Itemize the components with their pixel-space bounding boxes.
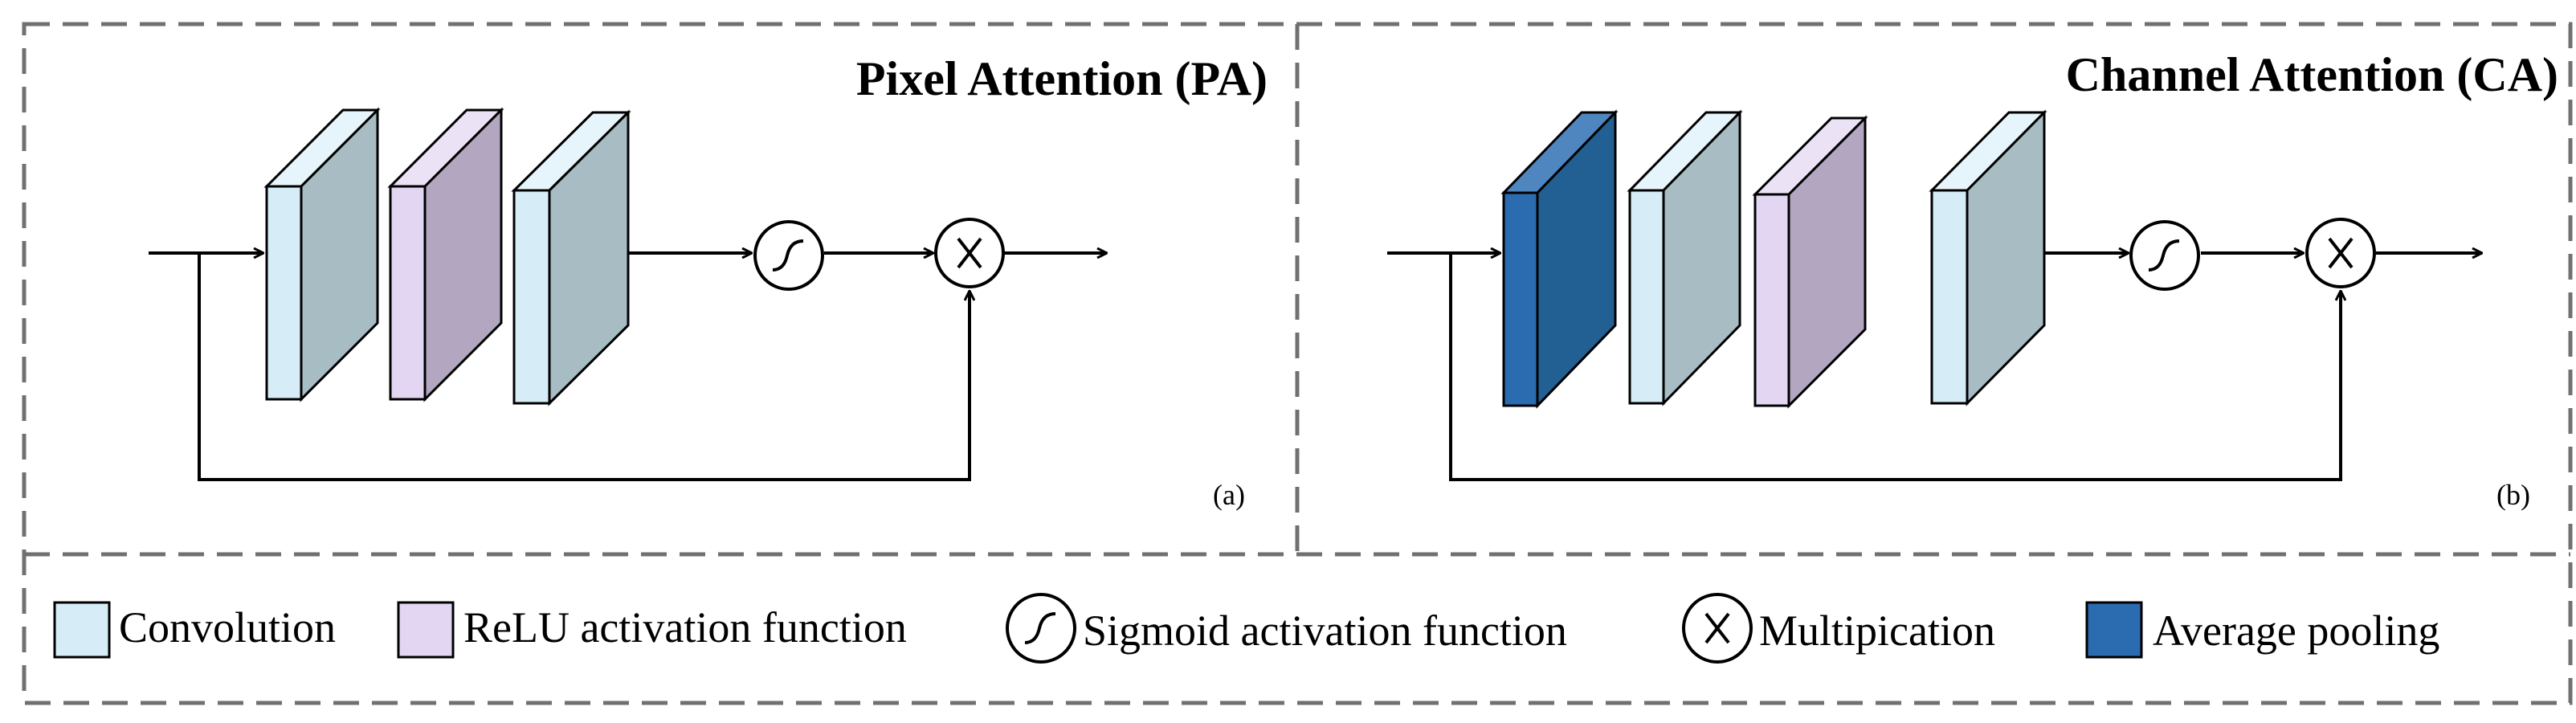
- convolution-block: [511, 109, 631, 406]
- legend-label: ReLU activation function: [463, 603, 907, 652]
- legend: Convolution ReLU activation function Sig…: [53, 593, 2439, 664]
- flow-lines: [149, 253, 1107, 481]
- sigmoid-icon: [1006, 593, 1076, 664]
- relu-block: [1752, 115, 1868, 409]
- multiplication-icon: [1682, 593, 1753, 664]
- sigmoid-icon: [753, 220, 824, 291]
- legend-item-multiplication: Multipication: [1682, 593, 1995, 664]
- multiplication-icon: [934, 218, 1005, 288]
- panel-sublabel: (b): [2496, 479, 2530, 511]
- legend-item-average-pooling: Average pooling: [2085, 601, 2439, 659]
- legend-label: Multipication: [1759, 607, 1995, 655]
- panel-channel-attention: Channel Attention (CA) (b): [1387, 48, 2558, 511]
- legend-label: Sigmoid activation function: [1083, 607, 1567, 655]
- convolution-block: [1929, 109, 2047, 406]
- multiplication-icon: [2305, 218, 2376, 288]
- average-pooling-block: [1500, 109, 1619, 409]
- panel-sublabel: (a): [1213, 479, 1245, 511]
- sigmoid-icon: [2129, 220, 2200, 291]
- legend-label: Average pooling: [2153, 607, 2439, 655]
- convolution-swatch: [53, 601, 111, 659]
- panel-pixel-attention: Pixel Attention (PA) (a): [149, 52, 1268, 511]
- legend-item-sigmoid: Sigmoid activation function: [1006, 593, 1567, 664]
- panel-title: Pixel Attention (PA): [856, 52, 1268, 105]
- legend-item-convolution: Convolution: [53, 601, 336, 659]
- flow-lines: [1387, 253, 2482, 481]
- dashed-frame: [22, 22, 2573, 705]
- relu-block: [387, 107, 504, 402]
- panel-title: Channel Attention (CA): [2066, 48, 2558, 101]
- average-pooling-swatch: [2085, 601, 2143, 659]
- legend-item-relu: ReLU activation function: [397, 601, 907, 659]
- legend-label: Convolution: [119, 603, 336, 652]
- relu-swatch: [397, 601, 455, 659]
- convolution-block: [1627, 109, 1743, 406]
- convolution-block: [263, 107, 381, 402]
